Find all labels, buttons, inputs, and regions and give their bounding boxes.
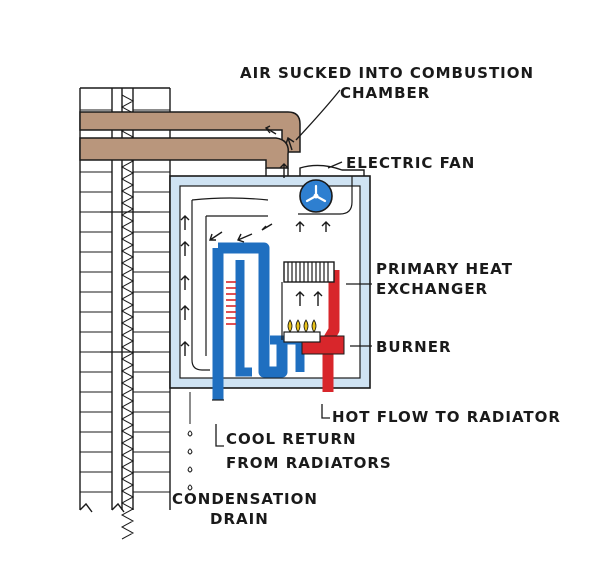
primary-heat-exchanger bbox=[281, 261, 335, 340]
leader-lines bbox=[215, 89, 372, 447]
fan-housing bbox=[298, 164, 365, 215]
condensation-label: CONDENSATION bbox=[172, 490, 318, 508]
air-intake-label-line2: CHAMBER bbox=[340, 84, 431, 102]
fan-icon bbox=[299, 179, 333, 213]
cool-return-label: COOL RETURN bbox=[226, 430, 357, 448]
airflow-arrows bbox=[180, 125, 331, 356]
condensation-label-line2: DRAIN bbox=[210, 510, 269, 528]
cool-return-label-line2: FROM RADIATORS bbox=[226, 454, 392, 472]
hot-flow-label: HOT FLOW TO RADIATOR bbox=[332, 408, 561, 426]
burner bbox=[283, 319, 321, 343]
heat-exchanger-label-line2: EXCHANGER bbox=[376, 280, 489, 298]
flue-pipe bbox=[79, 111, 301, 178]
heat-exchanger-label: PRIMARY HEAT bbox=[376, 260, 513, 278]
flames bbox=[287, 319, 317, 333]
fan-label: ELECTRIC FAN bbox=[346, 154, 476, 172]
boiler-casing bbox=[169, 175, 371, 389]
air-intake-label: AIR SUCKED INTO COMBUSTION bbox=[240, 64, 535, 82]
condensation-drips bbox=[187, 392, 193, 491]
heat-coil bbox=[226, 281, 236, 325]
burner-label: BURNER bbox=[376, 338, 452, 356]
